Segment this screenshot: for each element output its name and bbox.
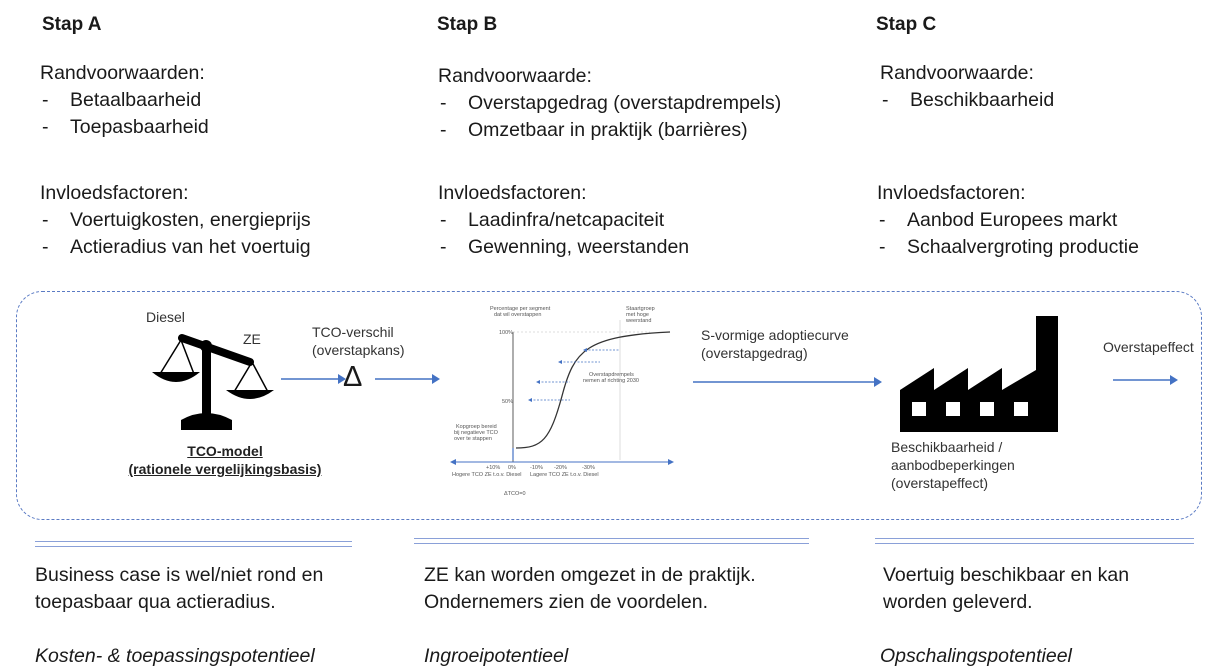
arrow-icon bbox=[375, 374, 440, 384]
divider bbox=[414, 543, 809, 544]
mini-annotation: Kopgroep bereid bbox=[456, 424, 497, 430]
switch-effect-label: Overstapeffect bbox=[1103, 339, 1194, 355]
ze-label: ZE bbox=[243, 331, 261, 347]
list-item: Beschikbaarheid bbox=[880, 87, 1054, 114]
delta-zero-label: ΔTCO=0 bbox=[504, 491, 526, 497]
mini-xlabel: Lagere TCO ZE t.o.v. Diesel bbox=[530, 472, 599, 478]
tco-model-label: TCO-model (rationele vergelijkingsbasis) bbox=[128, 443, 322, 477]
step-a-outcome: Business case is wel/niet rond en toepas… bbox=[35, 564, 324, 613]
list-item: Gewenning, weerstanden bbox=[438, 234, 689, 261]
mini-ylabel: dat wil overstappen bbox=[494, 312, 541, 318]
mini-ylabel: Percentage per segment bbox=[490, 306, 551, 312]
list-item: Laadinfra/netcapaciteit bbox=[438, 207, 689, 234]
mini-xtick: -20% bbox=[554, 465, 567, 471]
availability-label: Beschikbaarheid / aanbodbeperkingen (ove… bbox=[891, 439, 1015, 491]
divider bbox=[414, 538, 809, 539]
balance-scale-icon bbox=[152, 334, 274, 430]
step-b-outcome: ZE kan worden omgezet in de praktijk. On… bbox=[424, 564, 756, 613]
mini-annotation: Overstapdrempels bbox=[589, 372, 634, 378]
arrow-icon bbox=[281, 374, 346, 384]
diesel-label: Diesel bbox=[146, 309, 185, 325]
divider bbox=[35, 541, 352, 542]
step-a-conditions-label: Randvoorwaarden: bbox=[40, 62, 205, 84]
factory-icon bbox=[900, 316, 1058, 432]
list-item: Voertuigkosten, energieprijs bbox=[40, 207, 311, 234]
mini-xtick: 0% bbox=[508, 465, 516, 471]
step-c-outcome: Voertuig beschikbaar en kan worden gelev… bbox=[883, 564, 1130, 613]
mini-ytick: 100% bbox=[499, 330, 513, 336]
adoption-s-curve-chart: Percentage per segment dat wil overstapp… bbox=[450, 306, 674, 478]
step-b-conditions-label: Randvoorwaarde: bbox=[438, 65, 592, 87]
mini-annotation: weerstand bbox=[625, 318, 651, 324]
step-a-potential: Kosten- & toepassingspotentieel bbox=[35, 645, 315, 667]
step-b-factors-label: Invloedsfactoren: bbox=[438, 182, 587, 204]
step-b-conditions-list: Overstapgedrag (overstapdrempels) Omzetb… bbox=[438, 90, 781, 144]
divider bbox=[875, 543, 1194, 544]
mini-xtick: +10% bbox=[486, 465, 500, 471]
list-item: Betaalbaarheid bbox=[40, 87, 209, 114]
step-b-title: Stap B bbox=[437, 14, 498, 35]
list-item: Toepasbaarheid bbox=[40, 114, 209, 141]
mini-ytick: 50% bbox=[502, 399, 513, 405]
list-item: Omzetbaar in praktijk (barrières) bbox=[438, 117, 781, 144]
mini-xtick: -10% bbox=[530, 465, 543, 471]
step-c-factors-label: Invloedsfactoren: bbox=[877, 182, 1026, 204]
step-c-title: Stap C bbox=[876, 14, 937, 35]
list-item: Schaalvergroting productie bbox=[877, 234, 1139, 261]
step-c-conditions-label: Randvoorwaarde: bbox=[880, 62, 1034, 84]
step-a-conditions-list: Betaalbaarheid Toepasbaarheid bbox=[40, 87, 209, 141]
delta-symbol: Δ bbox=[343, 361, 363, 393]
mini-annotation: bij negatieve TCO bbox=[454, 430, 499, 436]
step-b-potential: Ingroeipotentieel bbox=[424, 645, 569, 667]
tco-difference-label: TCO-verschil (overstapkans) bbox=[312, 324, 405, 358]
step-b-factors-list: Laadinfra/netcapaciteit Gewenning, weers… bbox=[438, 207, 689, 261]
mini-annotation: nemen af richting 2030 bbox=[583, 378, 639, 384]
step-c-potential: Opschalingspotentieel bbox=[880, 645, 1072, 667]
mini-xtick: -30% bbox=[582, 465, 595, 471]
divider bbox=[875, 538, 1194, 539]
step-a-factors-label: Invloedsfactoren: bbox=[40, 182, 189, 204]
arrow-icon bbox=[693, 377, 882, 387]
mini-annotation: met hoge bbox=[626, 312, 649, 318]
step-a-factors-list: Voertuigkosten, energieprijs Actieradius… bbox=[40, 207, 311, 261]
list-item: Aanbod Europees markt bbox=[877, 207, 1139, 234]
mini-annotation: over te stappen bbox=[454, 436, 492, 442]
list-item: Actieradius van het voertuig bbox=[40, 234, 311, 261]
s-curve-label: S-vormige adoptiecurve (overstapgedrag) bbox=[701, 327, 849, 361]
mini-annotation: Staartgroep bbox=[626, 306, 655, 312]
divider bbox=[35, 546, 352, 547]
process-frame bbox=[16, 291, 1202, 520]
step-a-title: Stap A bbox=[42, 14, 102, 35]
list-item: Overstapgedrag (overstapdrempels) bbox=[438, 90, 781, 117]
mini-xlabel: Hogere TCO ZE t.o.v. Diesel bbox=[452, 472, 522, 478]
arrow-icon bbox=[1113, 375, 1178, 385]
step-c-factors-list: Aanbod Europees markt Schaalvergroting p… bbox=[877, 207, 1139, 261]
step-c-conditions-list: Beschikbaarheid bbox=[880, 87, 1054, 114]
